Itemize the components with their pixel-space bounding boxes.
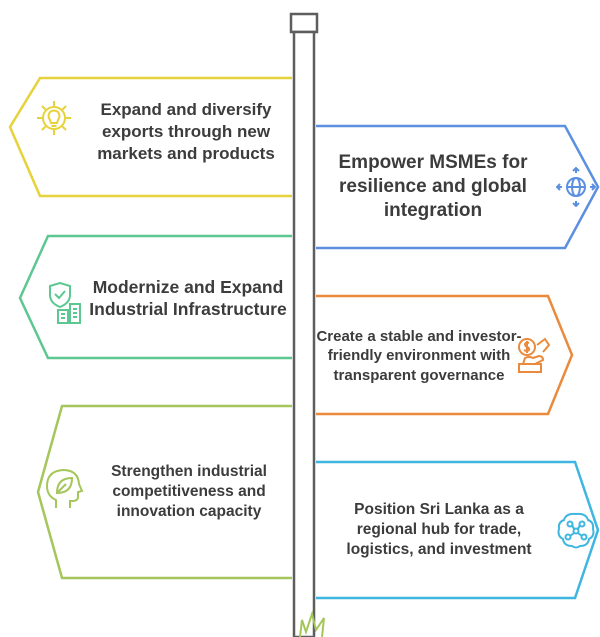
shield-buildings-icon bbox=[49, 282, 81, 324]
sign-shape-5 bbox=[36, 404, 292, 580]
sign-shape-3 bbox=[18, 234, 292, 360]
pole-cap bbox=[289, 12, 319, 34]
sign-text-5: Strengthen industrial competitiveness an… bbox=[111, 463, 267, 520]
network-brain-icon bbox=[557, 512, 595, 549]
sign-shape-1 bbox=[8, 76, 292, 198]
head-leaf-icon bbox=[45, 468, 84, 508]
hand-money-icon bbox=[518, 337, 551, 373]
signpost-pole bbox=[292, 30, 316, 637]
globe-arrows-icon bbox=[556, 167, 596, 207]
sign-text-6: Position Sri Lanka as a regional hub for… bbox=[346, 501, 532, 558]
gear-lightbulb-icon bbox=[37, 101, 71, 135]
sign-text-1: Expand and diversify exports through new… bbox=[97, 100, 275, 163]
sign-text-4: Create a stable and investor-friendly en… bbox=[316, 328, 522, 384]
sign-text-3: Modernize and Expand Industrial Infrastr… bbox=[89, 276, 287, 319]
sign-text-2: Empower MSMEs for resilience and global … bbox=[338, 151, 528, 222]
sign-shape-2 bbox=[316, 124, 600, 250]
sign-shape-4 bbox=[316, 294, 574, 416]
grass-icon bbox=[299, 610, 325, 637]
sign-shape-6 bbox=[316, 460, 600, 600]
